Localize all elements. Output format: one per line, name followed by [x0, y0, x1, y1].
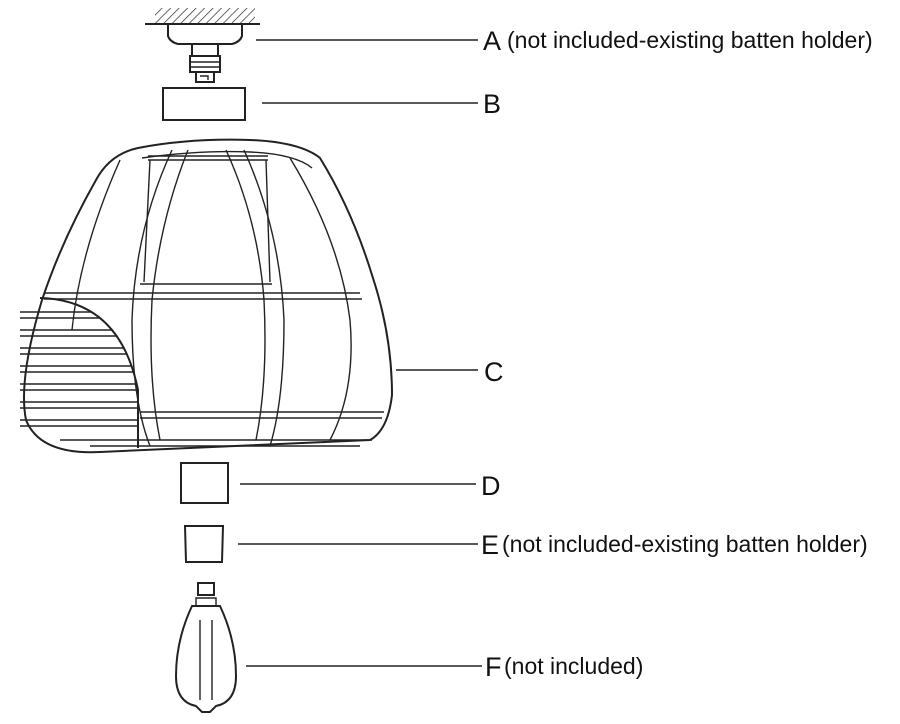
part-d-ring [180, 462, 229, 504]
holder-collar [191, 43, 219, 57]
holder-thread [189, 55, 221, 73]
label-e-letter: E [481, 530, 500, 560]
label-b-letter: B [483, 89, 502, 119]
part-c-cage-shade [20, 138, 394, 454]
cage-inner-basket-edge [39, 297, 139, 448]
cage-outer-frame [23, 138, 394, 454]
label-a-note: (not included-existing batten holder) [507, 27, 873, 53]
label-e-note: (not included-existing batten holder) [502, 531, 868, 557]
label-d-letter: D [481, 471, 501, 501]
label-a-letter: A [483, 26, 502, 56]
part-a-batten-holder [145, 8, 260, 83]
part-e-holder [183, 525, 225, 563]
label-c-letter: C [484, 357, 504, 387]
part-f-bulb [174, 582, 238, 713]
ceiling-hatch [155, 8, 255, 24]
bulb-glass [174, 605, 238, 713]
holder-bayonet [195, 72, 215, 83]
cage-slats [20, 311, 138, 427]
part-b-ring [162, 87, 246, 121]
label-f-note: (not included) [504, 653, 644, 679]
holder-body [167, 24, 243, 45]
label-f-letter: F [485, 652, 502, 682]
